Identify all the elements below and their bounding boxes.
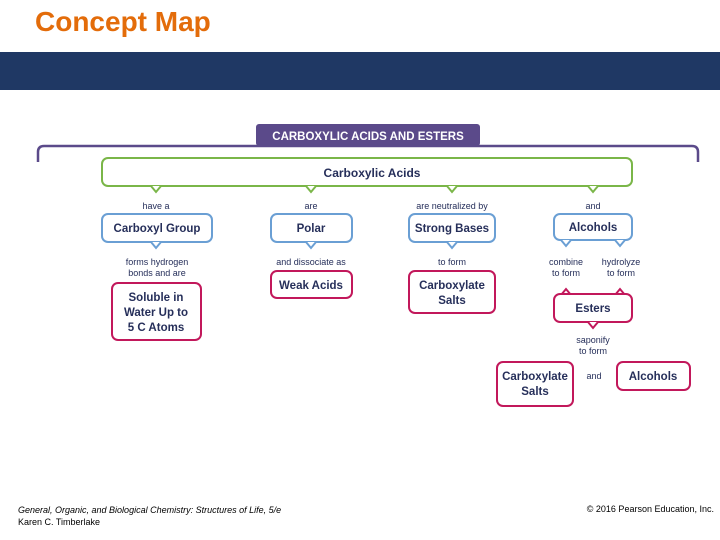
root-pointer-4 [587,185,599,194]
polar-pointer [305,241,317,250]
link-hydrolyze-2: to form [607,268,635,278]
alcohols-pointer-right [614,239,626,248]
link-combine-2: to form [552,268,580,278]
carboxyl-group-pointer [150,241,162,250]
root-pointer-3 [446,185,458,194]
soluble-label-2: Water Up to [124,307,188,319]
footer-left: General, Organic, and Biological Chemist… [18,504,281,528]
root-pointer-2 [305,185,317,194]
node-alcohols [553,213,633,241]
footer-book-title: General, Organic, and Biological Chemist… [18,505,282,515]
node-carboxylate-salts [408,270,496,314]
title-bar [0,52,720,90]
link-forms-h-bonds-1: forms hydrogen [126,257,189,267]
node-soluble [111,282,202,341]
link-to-form: to form [438,257,466,267]
node-weak-acids [270,270,353,299]
link-have-a: have a [142,201,169,211]
soluble-label-3: 5 C Atoms [128,322,184,334]
alcohols-2-label: Alcohols [629,371,678,383]
carboxyl-group-label: Carboxyl Group [114,223,201,235]
header-bracket [36,144,700,162]
polar-label: Polar [297,223,326,235]
link-and: and [585,201,600,211]
footer-copyright: © 2016 Pearson Education, Inc. [586,504,714,514]
soluble-label-1: Soluble in [129,292,184,304]
link-combine-1: combine [549,257,583,267]
carboxylate-salts-2-label-2: Salts [521,386,549,398]
carboxylate-salts-label-1: Carboxylate [419,280,485,292]
slide-title: Concept Map [35,6,211,37]
strong-bases-label: Strong Bases [415,223,489,235]
root-pointer-1 [150,185,162,194]
link-and-bottom: and [586,371,601,381]
link-dissociate: and dissociate as [276,257,346,267]
link-hydrolyze-1: hydrolyze [602,257,641,267]
link-neutralized: are neutralized by [416,201,488,211]
footer-author: Karen C. Timberlake [18,517,101,527]
alcohols-label: Alcohols [569,222,618,234]
link-forms-h-bonds-2: bonds and are [128,268,186,278]
link-saponify-2: to form [579,346,607,356]
header-banner [256,124,480,146]
link-are: are [304,201,317,211]
esters-label: Esters [575,303,610,315]
root-node [101,157,633,187]
node-alcohols-2 [616,361,691,391]
esters-pointer [587,321,599,330]
strong-bases-pointer [446,241,458,250]
link-saponify-1: saponify [576,335,610,345]
alcohols-pointer-left [560,239,572,248]
node-carboxylate-salts-2 [496,361,574,407]
header-label: CARBOXYLIC ACIDS AND ESTERS [272,131,464,143]
carboxylate-salts-label-2: Salts [438,295,466,307]
carboxylate-salts-2-label-1: Carboxylate [502,371,568,383]
root-label: Carboxylic Acids [324,166,421,180]
weak-acids-label: Weak Acids [279,280,343,292]
